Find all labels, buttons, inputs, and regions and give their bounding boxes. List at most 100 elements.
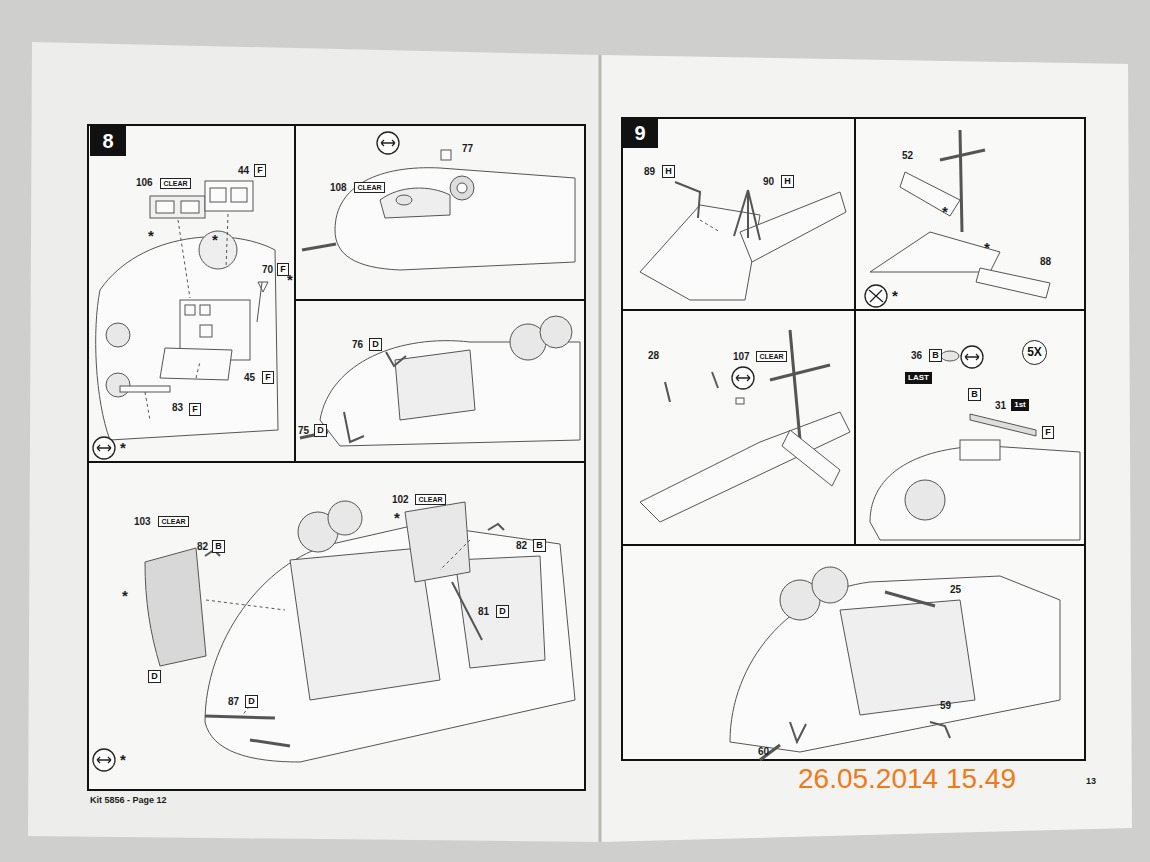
sketch-path	[870, 232, 1000, 272]
sketch-line	[88, 461, 585, 463]
tag-text: H	[784, 177, 791, 187]
note-asterisk: *	[122, 588, 128, 605]
sprue-letter: B	[212, 540, 225, 553]
sketch-path	[97, 445, 111, 451]
sketch-polygon	[160, 348, 232, 380]
order-tag: LAST	[905, 372, 932, 384]
sketch-circle	[865, 285, 887, 307]
sketch-path	[257, 282, 268, 322]
sketch-path	[790, 722, 806, 742]
clear-part-tag: CLEAR	[415, 494, 446, 505]
clear-part-tag: CLEAR	[354, 182, 385, 193]
note-asterisk: *	[120, 440, 126, 457]
callout-number: 70	[262, 264, 273, 275]
sprue-letter: D	[148, 670, 161, 683]
callout-number: 28	[648, 350, 659, 361]
sprue-letter: D	[245, 695, 258, 708]
tag-text: 1st	[1014, 401, 1026, 410]
sketch-line	[250, 740, 290, 746]
callout-number: 83	[172, 402, 183, 413]
sketch-line	[294, 125, 296, 462]
sketch-line	[196, 362, 200, 378]
tag-text: CLEAR	[357, 184, 381, 192]
callout-number: 75	[298, 425, 309, 436]
sketch-path	[380, 188, 450, 218]
sketch-line	[178, 220, 190, 298]
photo-timestamp: 26.05.2014 15.49	[798, 764, 1016, 795]
sketch-path	[96, 237, 278, 440]
tag-text: D	[248, 697, 255, 707]
sketch-circle	[812, 567, 848, 603]
sketch-circle	[457, 183, 467, 193]
sketch-polygon	[970, 414, 1036, 436]
sketch-polygon	[976, 268, 1050, 298]
step8-sketches	[96, 150, 580, 762]
callout-number: 103	[134, 516, 151, 527]
sketch-path	[965, 354, 979, 360]
sketch-rect	[210, 188, 226, 202]
sketch-line	[622, 544, 1085, 546]
sketch-line	[854, 118, 856, 545]
glue-symbols	[93, 132, 983, 771]
sketch-line	[302, 244, 336, 250]
callout-number: 60	[758, 746, 769, 757]
page-footer: Kit 5856 - Page 12	[90, 796, 167, 806]
sketch-rect	[88, 125, 585, 790]
sketch-line	[790, 330, 800, 440]
page-footer: 13	[1086, 777, 1096, 787]
sprue-letter: D	[496, 605, 509, 618]
sketch-circle	[450, 176, 474, 200]
step-number: 8	[90, 126, 126, 156]
note-asterisk: *	[892, 288, 898, 305]
callout-number: 76	[352, 339, 363, 350]
sprue-letter: D	[314, 424, 327, 437]
callout-number: 88	[1040, 256, 1051, 267]
sprue-letter: F	[254, 164, 266, 177]
sketch-path	[488, 524, 504, 530]
sketch-path	[344, 412, 364, 442]
sketch-rect	[185, 305, 195, 315]
sketch-polygon	[900, 172, 960, 216]
sketch-polygon	[28, 42, 600, 842]
sketch-polygon	[600, 55, 1132, 842]
sketch-path	[675, 182, 700, 218]
sketch-path	[405, 502, 470, 582]
callout-number: 45	[244, 372, 255, 383]
sprue-letter: D	[369, 338, 382, 351]
quantity-circle: 5X	[1022, 340, 1047, 365]
sketch-line	[770, 365, 830, 380]
step9-sketches	[640, 130, 1080, 760]
clear-part-tag: CLEAR	[158, 516, 189, 527]
note-asterisk: *	[120, 752, 126, 769]
sketch-rect	[622, 118, 1085, 760]
sprue-letter: F	[1042, 426, 1054, 439]
panel-frames	[88, 118, 1085, 790]
callout-number: 108	[330, 182, 347, 193]
sketch-path	[395, 350, 475, 420]
sketch-path	[381, 140, 395, 146]
sketch-ellipse	[941, 351, 959, 361]
note-asterisk: *	[942, 204, 948, 221]
callout-number: 31	[995, 400, 1006, 411]
sketch-path	[869, 290, 883, 302]
paper	[28, 42, 1132, 842]
sprue-letter: B	[533, 539, 546, 552]
sketch-line	[665, 382, 670, 402]
sketch-rect	[441, 150, 451, 160]
sprue-letter: B	[968, 388, 981, 401]
tag-text: 8	[102, 130, 113, 152]
sketch-path	[97, 757, 111, 763]
sketch-path	[734, 190, 760, 240]
sketch-line	[940, 150, 985, 160]
tag-text: B	[971, 390, 978, 400]
tag-text: B	[932, 351, 939, 361]
sketch-polygon	[782, 430, 840, 486]
callout-number: 36	[911, 350, 922, 361]
callout-number: 52	[902, 150, 913, 161]
sprue-letter: H	[662, 165, 675, 178]
clear-part-tag: CLEAR	[160, 178, 191, 189]
sketch-line	[206, 600, 285, 610]
tag-text: CLEAR	[418, 496, 442, 504]
tag-text: CLEAR	[161, 518, 185, 526]
